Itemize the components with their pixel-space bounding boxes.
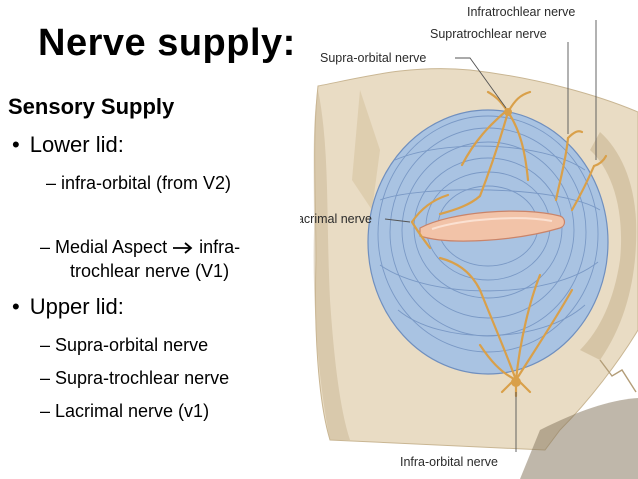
bullet-dot: •	[12, 294, 20, 319]
infra-text: infra-	[199, 237, 241, 257]
orbicularis-oculi	[367, 109, 609, 375]
right-arrow-icon	[173, 242, 193, 254]
bone-shadow-right	[580, 132, 637, 360]
upper-lid-item-supraorbital: – Supra-orbital nerve	[40, 335, 209, 355]
bullet-dot: •	[12, 132, 20, 157]
lower-lid-bullet: • Lower lid:	[12, 132, 124, 158]
lower-lid-item-medial: – Medial Aspect infra-	[40, 236, 240, 259]
upper-lid-item-supratrochlear: – Supra-trochlear nerve	[40, 368, 230, 388]
nasal-bone	[352, 90, 380, 210]
eyelid-nerve-diagram: Infratrochlear nerve Supratrochlear nerv…	[300, 5, 638, 479]
upper-lid-label: Upper lid:	[29, 294, 124, 319]
infraorbital-foramen	[511, 377, 521, 387]
lower-lid-label: Lower lid:	[29, 132, 124, 157]
bone-shadow-left	[313, 90, 350, 440]
sensory-supply-heading: Sensory Supply	[8, 94, 175, 119]
muscle-fibers	[377, 115, 601, 353]
label-infraorbital: Infra-orbital nerve	[400, 455, 498, 469]
lower-jaw-shadow	[520, 398, 638, 479]
lower-lid-item-infraorbital: – infra-orbital (from V2)	[46, 173, 232, 193]
label-infratrochlear: Infratrochlear nerve	[467, 5, 575, 19]
supraorbital-foramen	[504, 108, 512, 116]
upper-lid-item-lacrimal: – Lacrimal nerve (v1)	[40, 401, 210, 421]
label-supratrochlear: Supratrochlear nerve	[430, 27, 547, 41]
upper-lid-bullet: • Upper lid:	[12, 294, 124, 320]
medial-aspect-text: – Medial Aspect	[40, 237, 168, 257]
label-lacrimal: Lacrimal nerve	[300, 212, 372, 226]
slide-title: Nerve supply:	[38, 22, 296, 64]
label-leaders	[384, 20, 597, 452]
palpebral-fissure-highlight	[431, 217, 553, 230]
lower-lid-item-trochlear: trochlear nerve (V1)	[70, 261, 230, 281]
cheek-bone-crack	[599, 359, 637, 393]
label-supraorbital: Supra-orbital nerve	[320, 51, 426, 65]
nerve-branches	[410, 90, 608, 398]
